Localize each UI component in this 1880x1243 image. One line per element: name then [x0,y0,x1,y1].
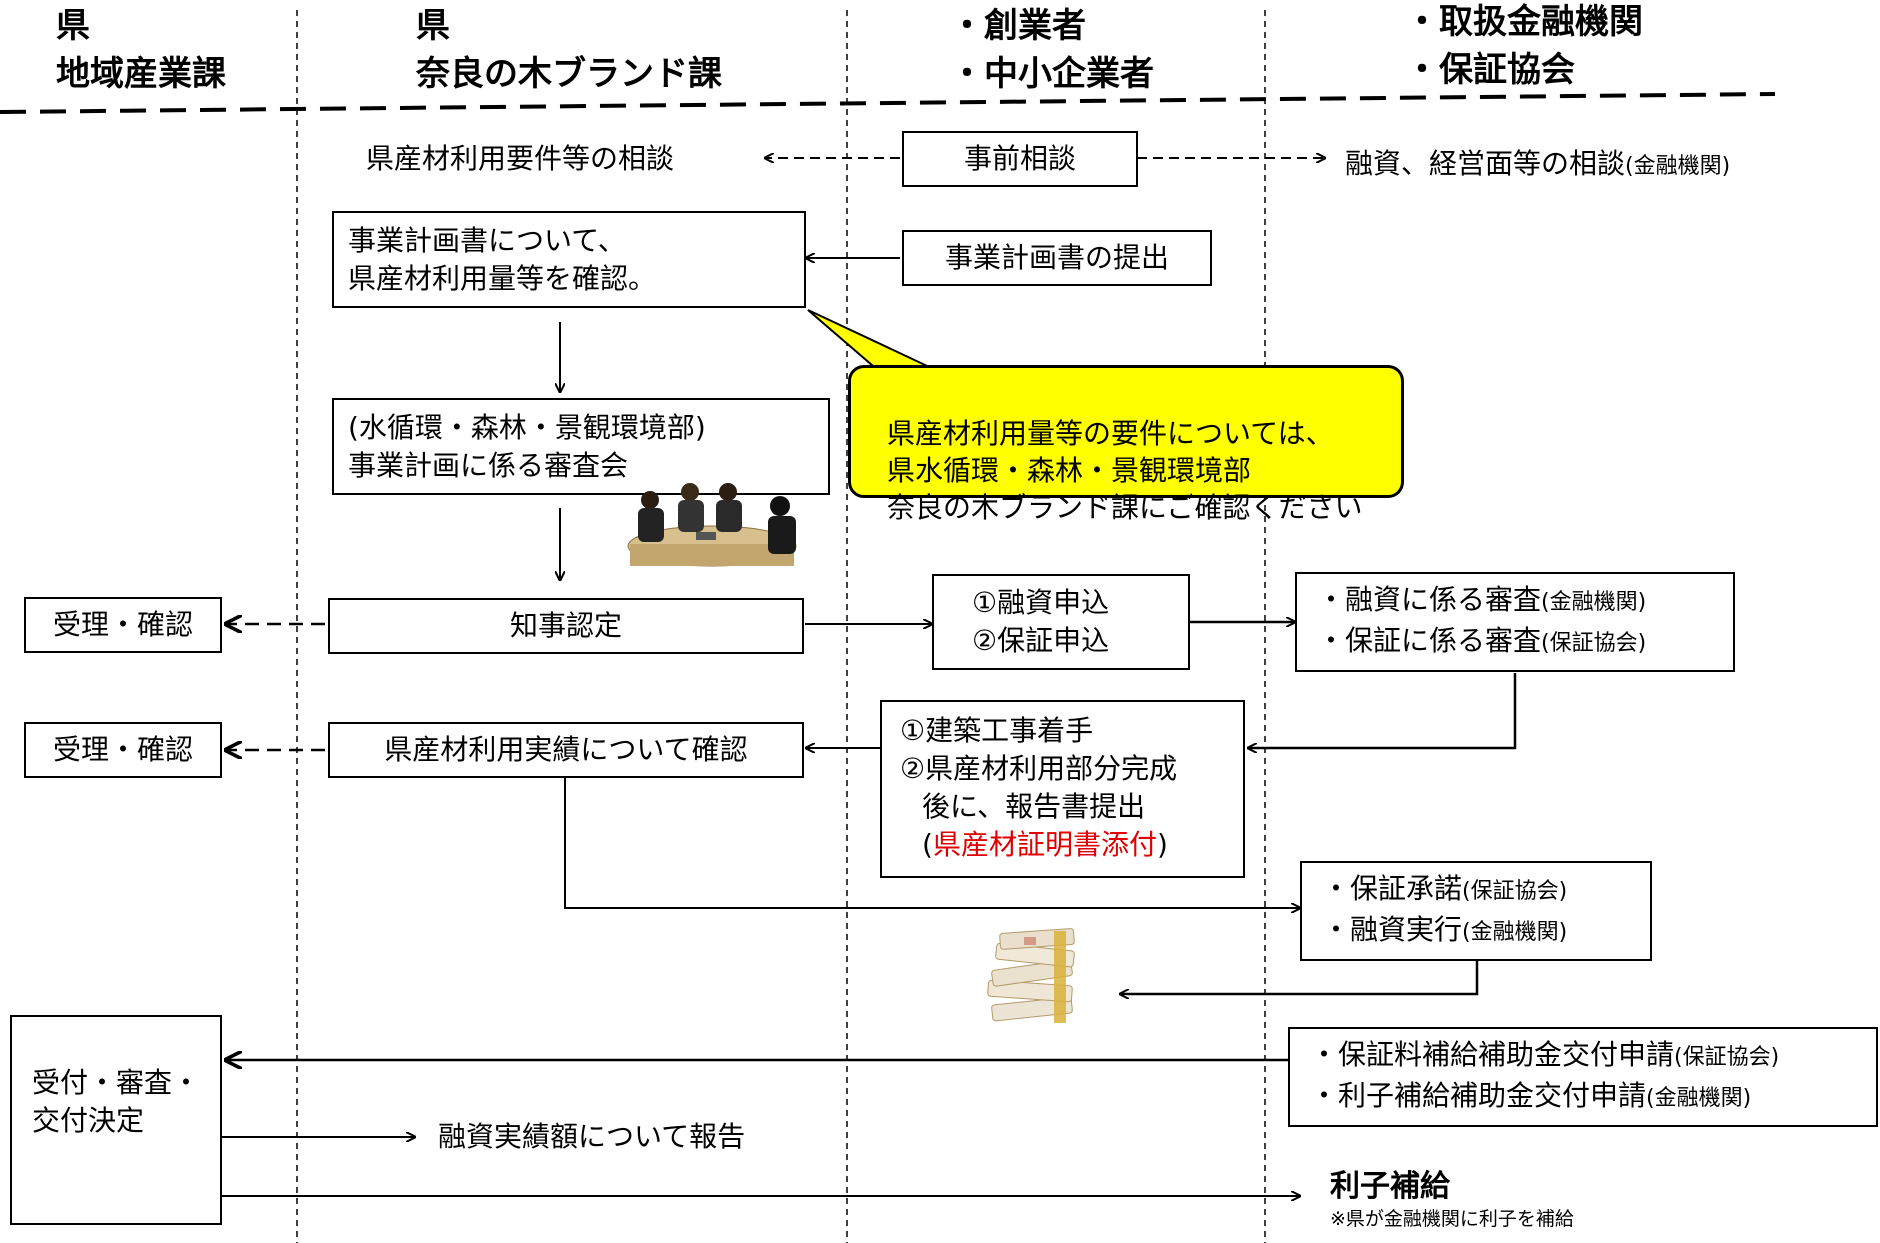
guarantee-exam-note: (保証協会) [1541,631,1647,656]
usage-result-confirm-box: 県産材利用実績について確認 [328,722,804,778]
business-plan-confirm-box: 事業計画書について、 県産材利用量等を確認。 [332,211,806,308]
prefecture-consult-text: 県産材利用要件等の相談 [366,142,675,175]
interest-subsidy-note: (金融機関) [1646,1086,1752,1111]
certificate-line: (県産材証明書添付) [900,826,1229,864]
certificate-attach-highlight: 県産材証明書添付 [932,828,1157,861]
header-divider [0,92,1776,114]
certificate-close: ) [1156,828,1168,861]
receipt-confirm-box-1: 受理・確認 [24,597,222,653]
governor-approval-label: 知事認定 [509,609,622,642]
bank-consult-main: 融資、経営面等の相談 [1345,147,1626,180]
guarantee-application-label: ②保証申込 [972,624,1110,657]
loan-application-label: ①融資申込 [972,586,1110,619]
partial-completion-line: ②県産材利用部分完成 [900,752,1178,785]
review-committee-box: (水循環・森林・景観環境部) 事業計画に係る審査会 [332,398,830,495]
loan-execution-main: ・融資実行 [1322,913,1463,946]
header-prefecture-wood-brand: 県 奈良の木ブランド課 [416,6,722,94]
business-plan-confirm-label: 事業計画書について、 県産材利用量等を確認。 [348,223,657,295]
receipt-confirm-box-2: 受理・確認 [24,722,222,778]
certificate-open: ( [922,828,933,861]
loan-execution-note: (金融機関) [1462,920,1568,945]
arrow-result-to-guarantee [564,776,1300,908]
interest-subsidy-line: ・利子補給補助金交付申請(金融機関) [1310,1077,1862,1118]
loan-exam-note: (金融機関) [1541,590,1647,615]
header-financial-institutions: ・取扱金融機関 ・保証協会 [1405,2,1643,90]
guarantee-exam-line: ・保証に係る審査(保証協会) [1317,622,1719,663]
interest-subsidy-title: 利子補給 [1330,1169,1450,1204]
receipt-confirm-label-2: 受理・確認 [52,733,193,766]
header-prefecture-industry: 県 地域産業課 [56,6,226,94]
loan-result-report-text: 融資実績額について報告 [438,1120,746,1153]
subsidy-decision-label: 受付・審査・ 交付決定 [32,1066,201,1137]
guarantee-exam-main: ・保証に係る審査 [1317,624,1542,657]
loan-execution-line: ・融資実行(金融機関) [1322,911,1636,952]
callout-pointer [807,309,941,373]
bank-consult-text: 融資、経営面等の相談(金融機関) [1345,145,1730,186]
report-submit-line: 後に、報告書提出 [922,790,1146,823]
bank-consult-note: (金融機関) [1625,154,1731,179]
arrow-exam-to-report [1248,673,1517,748]
usage-result-confirm-label: 県産材利用実績について確認 [384,733,748,766]
pre-consultation-box: 事前相談 [902,131,1138,187]
construction-report-box: ①建築工事着手 ②県産材利用部分完成 後に、報告書提出 (県産材証明書添付) [880,700,1245,878]
business-plan-submit-box: 事業計画書の提出 [902,230,1212,286]
subsidy-application-box: ・保証料補給補助金交付申請(保証協会) ・利子補給補助金交付申請(金融機関) [1288,1027,1878,1127]
interest-subsidy-note-text: ※県が金融機関に利子を補給 [1330,1208,1574,1230]
banknote-stack-icon [987,928,1075,1023]
subsidy-decision-box: 受付・審査・ 交付決定 [10,1015,222,1225]
loan-guarantee-exam-box: ・融資に係る審査(金融機関) ・保証に係る審査(保証協会) [1295,572,1735,672]
pre-consultation-label: 事前相談 [963,142,1076,175]
loan-exam-line: ・融資に係る審査(金融機関) [1317,581,1719,622]
guarantee-approval-line: ・保証承諾(保証協会) [1322,870,1636,911]
guarantee-subsidy-note: (保証協会) [1674,1045,1780,1070]
loan-guarantee-application-box: ①融資申込 ②保証申込 [932,574,1190,670]
guarantee-approval-main: ・保証承諾 [1322,872,1463,905]
guarantee-subsidy-main: ・保証料補給補助金交付申請 [1310,1038,1675,1071]
guarantee-approval-note: (保証協会) [1462,879,1568,904]
construction-start-line: ①建築工事着手 [900,714,1094,747]
governor-approval-box: 知事認定 [328,598,804,654]
business-plan-submit-label: 事業計画書の提出 [944,241,1169,274]
review-committee-label: (水循環・森林・景観環境部) 事業計画に係る審査会 [348,410,706,482]
loan-exam-main: ・融資に係る審査 [1317,583,1542,616]
receipt-confirm-label-1: 受理・確認 [52,608,193,641]
guarantee-loan-execution-box: ・保証承諾(保証協会) ・融資実行(金融機関) [1300,861,1652,961]
guarantee-subsidy-line: ・保証料補給補助金交付申請(保証協会) [1310,1036,1862,1077]
interest-subsidy-main: ・利子補給補助金交付申請 [1310,1079,1647,1112]
header-entrepreneurs: ・創業者 ・中小企業者 [950,6,1154,94]
arrow-loan-to-money [1120,960,1479,994]
callout-text: 県産材利用量等の要件については、 県水循環・森林・景観環境部 奈良の木ブランド課… [887,417,1363,524]
meeting-illustration-icon [627,483,797,567]
wood-requirement-callout: 県産材利用量等の要件については、 県水循環・森林・景観環境部 奈良の木ブランド課… [848,365,1404,524]
